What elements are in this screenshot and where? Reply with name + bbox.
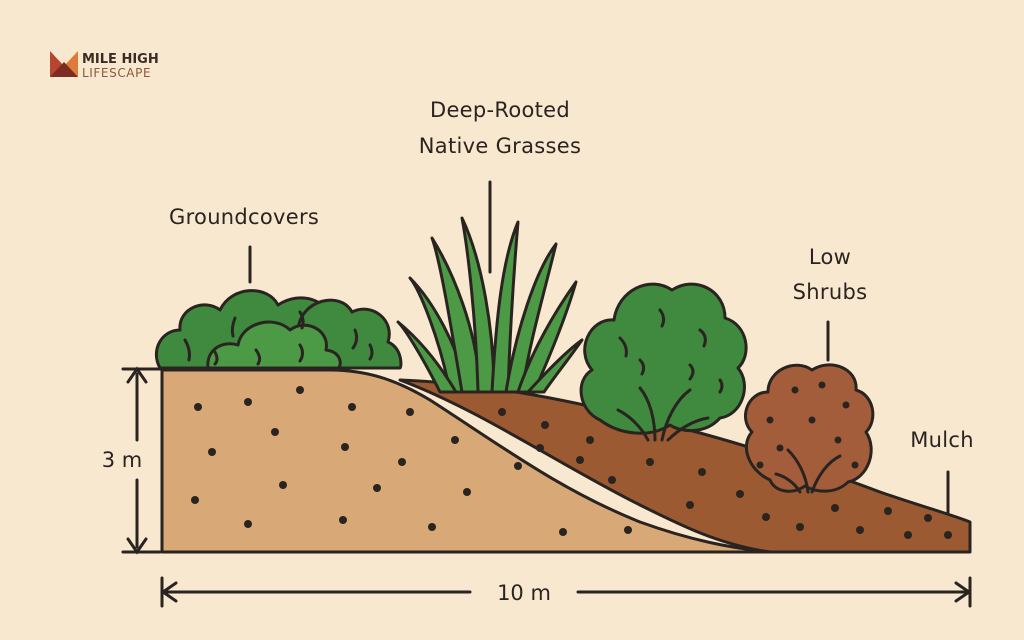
label-shrubs-line2: Shrubs (793, 280, 868, 304)
label-grasses-line2: Native Grasses (419, 134, 581, 158)
label-groundcovers: Groundcovers (169, 205, 319, 229)
height-label: 3 m (102, 448, 143, 472)
green-shrub (579, 282, 748, 442)
brand-name-line2: LIFESCAPE (82, 66, 151, 80)
label-shrubs-line1: Low (809, 245, 851, 269)
soil-particles (191, 386, 632, 536)
soil-bank (160, 368, 772, 554)
groundcover-plants (154, 289, 403, 370)
leader-lines (248, 180, 950, 514)
width-dimension (160, 576, 972, 608)
height-dimension (121, 366, 162, 555)
width-label: 10 m (497, 581, 551, 605)
mulch-particles (498, 408, 952, 539)
brand-logo: MILE HIGH LIFESCAPE (50, 51, 159, 80)
label-grasses-line1: Deep-Rooted (430, 98, 570, 122)
label-mulch: Mulch (910, 428, 974, 452)
brand-name-line1: MILE HIGH (82, 52, 159, 67)
logo-mark-icon (50, 51, 78, 77)
native-grasses (396, 216, 584, 394)
brown-low-shrub (743, 363, 875, 494)
